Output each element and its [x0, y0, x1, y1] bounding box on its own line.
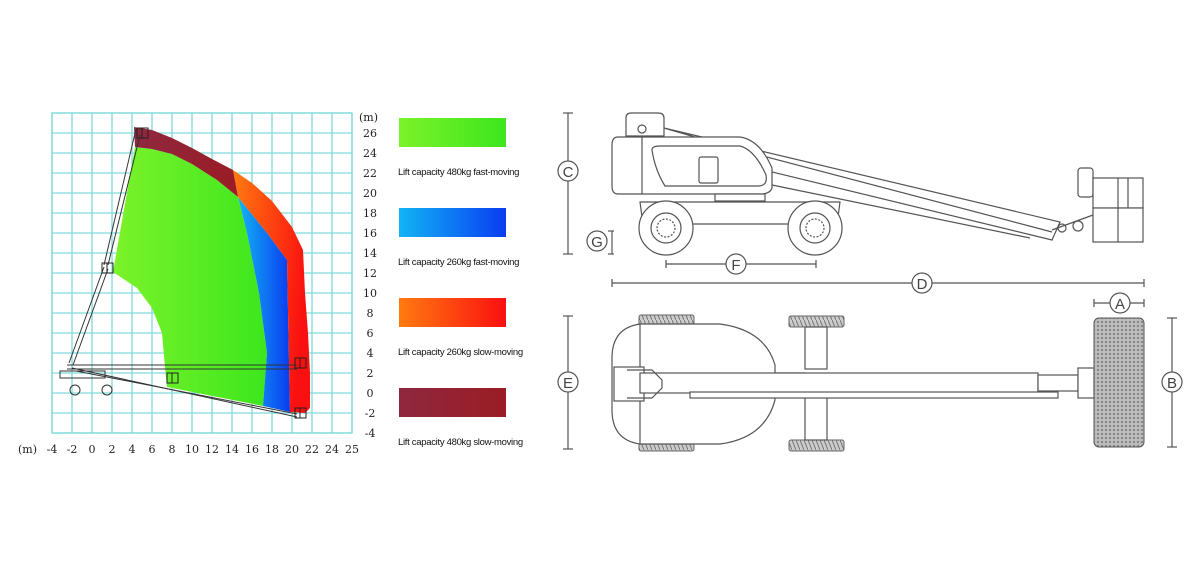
- x-tick-label: 4: [129, 443, 136, 456]
- side-cab: [611, 112, 773, 202]
- y-tick-label: 16: [363, 227, 377, 240]
- rear-wheel: [638, 200, 694, 256]
- legend-swatch: [399, 388, 506, 417]
- y-tick-label: 10: [363, 287, 377, 300]
- dimension-b: B: [1161, 317, 1183, 448]
- boom-jib: [1037, 374, 1079, 392]
- legend-swatch: [399, 298, 506, 327]
- side-chassis: [638, 200, 843, 256]
- side-view-drawing: C G F D: [557, 112, 1145, 294]
- machine-wheel: [101, 384, 113, 396]
- legend-label: Lift capacity 260kg slow-moving: [398, 347, 523, 358]
- dimension-e-label: E: [563, 375, 573, 392]
- x-tick-label: 0: [89, 443, 96, 456]
- y-tick-label: 12: [363, 267, 377, 280]
- dimension-c-label: C: [563, 164, 574, 181]
- y-tick-label: 14: [363, 247, 377, 260]
- x-tick-label: 12: [205, 443, 219, 456]
- y-tick-label: 22: [363, 167, 377, 180]
- dimension-f-label: F: [731, 257, 740, 274]
- x-tick-label: 20: [285, 443, 299, 456]
- front-axle-lower: [804, 394, 828, 441]
- x-tick-label: 25: [345, 443, 359, 456]
- x-axis-unit: (m): [18, 443, 37, 456]
- legend-label: Lift capacity 480kg fast-moving: [398, 167, 519, 178]
- boom-positions-outline: [59, 127, 307, 419]
- x-tick-label: 22: [305, 443, 319, 456]
- top-platform: [1093, 317, 1145, 448]
- upper-boom-line: [103, 128, 137, 266]
- x-tick-label: 14: [225, 443, 239, 456]
- x-tick-label: 6: [149, 443, 156, 456]
- front-axle-upper: [804, 326, 828, 370]
- dimension-a: A: [1093, 292, 1145, 314]
- legend-label: Lift capacity 480kg slow-moving: [398, 437, 523, 448]
- capacity-region: [238, 197, 290, 412]
- upper-boom-line: [107, 134, 141, 266]
- y-tick-label: -2: [365, 407, 376, 420]
- y-tick-label: 2: [367, 367, 374, 380]
- x-tick-label: 10: [185, 443, 199, 456]
- capacity-region: [233, 170, 310, 413]
- y-axis-unit: (m): [359, 111, 378, 124]
- dimension-g: G: [586, 230, 614, 255]
- platform-rotator: [1077, 367, 1095, 399]
- dimension-f: F: [665, 253, 817, 275]
- y-tick-label: 26: [363, 127, 377, 140]
- jib-link-line: [72, 268, 109, 366]
- x-tick-label: 2: [109, 443, 116, 456]
- dimension-d: D: [611, 272, 1145, 294]
- y-tick-label: 20: [363, 187, 377, 200]
- legend-swatch: [399, 208, 506, 237]
- front-right-tire: [788, 439, 845, 452]
- machine-wheel: [69, 384, 81, 396]
- x-tick-label: 8: [169, 443, 176, 456]
- lower-boom-line: [75, 370, 298, 415]
- front-wheel: [787, 200, 843, 256]
- machine-base: [59, 370, 106, 379]
- side-platform: [1057, 167, 1144, 243]
- y-tick-label: 18: [363, 207, 377, 220]
- top-boom: [639, 372, 1039, 394]
- dimension-c: C: [557, 112, 579, 255]
- front-left-tire: [788, 315, 845, 328]
- dimension-a-label: A: [1115, 296, 1125, 313]
- dimension-e: E: [557, 315, 579, 450]
- capacity-region: [134, 127, 238, 197]
- dimension-b-label: B: [1167, 375, 1177, 392]
- dimension-g-label: G: [591, 234, 603, 251]
- y-tick-label: 6: [367, 327, 374, 340]
- top-view-drawing: A E B: [557, 292, 1183, 452]
- x-tick-label: -4: [47, 443, 58, 456]
- legend-label: Lift capacity 260kg fast-moving: [398, 257, 519, 268]
- x-tick-label: -2: [67, 443, 78, 456]
- y-tick-label: 4: [367, 347, 374, 360]
- y-tick-label: 0: [367, 387, 374, 400]
- x-tick-label: 16: [245, 443, 259, 456]
- dimension-d-label: D: [917, 276, 928, 293]
- capacity-region: [113, 147, 267, 406]
- x-tick-label: 18: [265, 443, 279, 456]
- y-tick-label: 8: [367, 307, 374, 320]
- y-tick-label: -4: [365, 427, 376, 440]
- capacity-regions: [113, 127, 310, 413]
- y-tick-label: 24: [363, 147, 377, 160]
- jib-link-line: [68, 266, 105, 364]
- x-tick-label: 24: [325, 443, 339, 456]
- boom-cylinder: [689, 391, 1059, 399]
- legend-swatch: [399, 118, 506, 147]
